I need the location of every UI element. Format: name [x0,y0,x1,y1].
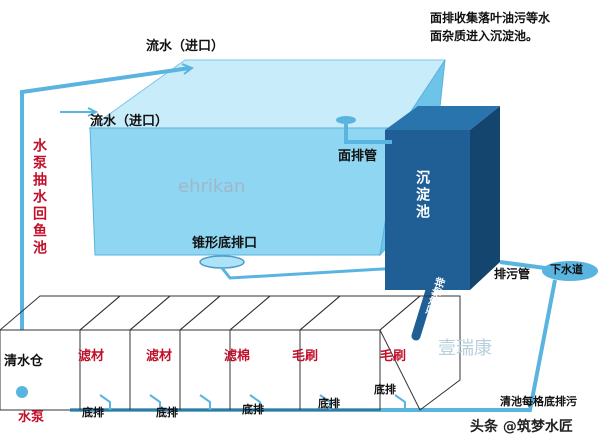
stage-5-label: 毛刷 [380,349,407,364]
surface-pipe-label: 面排管 [338,149,378,164]
cone-drain-shape [199,255,245,269]
credit-label: 头条 @筑梦水匠 [470,419,573,435]
note-line-1: 面排收集落叶油污等水 [430,11,551,25]
sewer-ellipse [542,261,598,281]
pump-return-label: 水泵抽水回鱼池 [31,138,47,257]
filter-boxes [0,295,461,411]
stage-4-label: 毛刷 [292,349,319,364]
inlet-arrow-top [181,63,195,75]
sediment-pipe [411,253,445,341]
cone-drain-pipe [220,266,401,280]
bottom-drain-note: 清池每格底排污 [500,395,577,408]
settling-tank-label: 沉淀池 [414,170,430,221]
sewer-label: 下水道 [550,263,583,276]
inlet-pipe [20,66,191,330]
bottom-drain-label-2: 底排 [156,406,178,419]
inlet-top-label: 流水（进口） [146,39,225,54]
pump-label: 水泵 [18,410,45,425]
clear-chamber-label: 清水仓 [4,354,44,369]
sewage-pipe-label: 排污管 [494,267,531,281]
note-line-2: 面杂质进入沉淀池。 [430,29,539,43]
bottom-drain-label-5: 底排 [374,383,396,396]
stage-2-label: 滤材 [146,349,173,364]
stage-1-label: 滤材 [78,349,105,364]
skimmer-head [336,116,356,124]
bottom-drain-label-1: 底排 [82,406,104,419]
settling-tank-front [385,130,470,290]
cone-drain-label: 锥形底排口 [192,236,258,251]
pump-shape [16,386,28,398]
settling-tank-side [470,106,500,290]
inlet-arrow-mid [87,107,99,117]
stage-3-label: 滤棉 [224,349,251,364]
surface-pipe-line [344,124,392,144]
inlet-mid-label: 流水（进口） [90,114,169,129]
watermark-en: ehrikan [178,176,246,197]
watermark-cn: 壹瑞康 [438,338,492,359]
bottom-drain-label-4: 底排 [318,397,340,410]
drain-connectors [99,394,406,410]
bottom-drain-label-3: 底排 [242,403,264,416]
settling-tank-top [385,106,500,130]
